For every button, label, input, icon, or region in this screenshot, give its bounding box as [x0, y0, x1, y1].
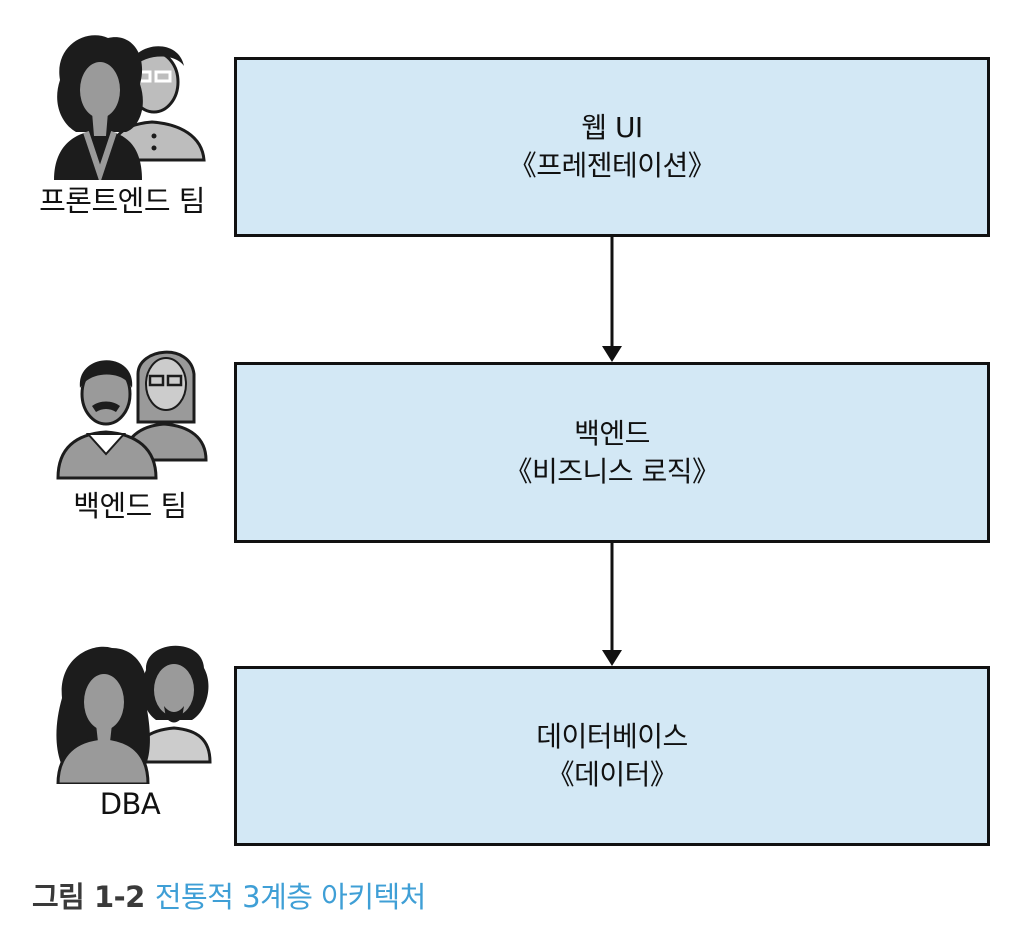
caption-title: 전통적 3계층 아키텍처	[154, 880, 427, 914]
frontend-team-label: 프론트엔드 팀	[39, 184, 205, 218]
arrow-backend-to-db	[602, 543, 622, 666]
layer-subtitle: 《프레젠테이션》	[508, 149, 716, 182]
layer-subtitle: 《비즈니스 로직》	[504, 454, 720, 488]
layer-box-database: 데이터베이스 《데이터》	[234, 666, 990, 846]
caption-figure-number: 그림 1-2	[32, 880, 145, 914]
dba-team-people-icon	[56, 645, 212, 784]
layer-subtitle: 《데이터》	[546, 758, 678, 791]
layer-box-backend: 백엔드 《비즈니스 로직》	[234, 362, 990, 543]
backend-team-label: 백엔드 팀	[73, 489, 187, 523]
figure-caption: 그림 1-2 전통적 3계층 아키텍처	[32, 874, 426, 916]
arrow-web-to-backend	[602, 237, 622, 362]
layer-title: 백엔드	[574, 416, 650, 450]
dba-team-label: DBA	[99, 787, 161, 821]
frontend-team-people-icon	[54, 35, 206, 180]
backend-team-people-icon	[56, 350, 208, 480]
layer-title: 웹 UI	[581, 111, 643, 144]
layer-title: 데이터베이스	[536, 720, 688, 753]
layer-box-web-ui: 웹 UI 《프레젠테이션》	[234, 57, 990, 237]
